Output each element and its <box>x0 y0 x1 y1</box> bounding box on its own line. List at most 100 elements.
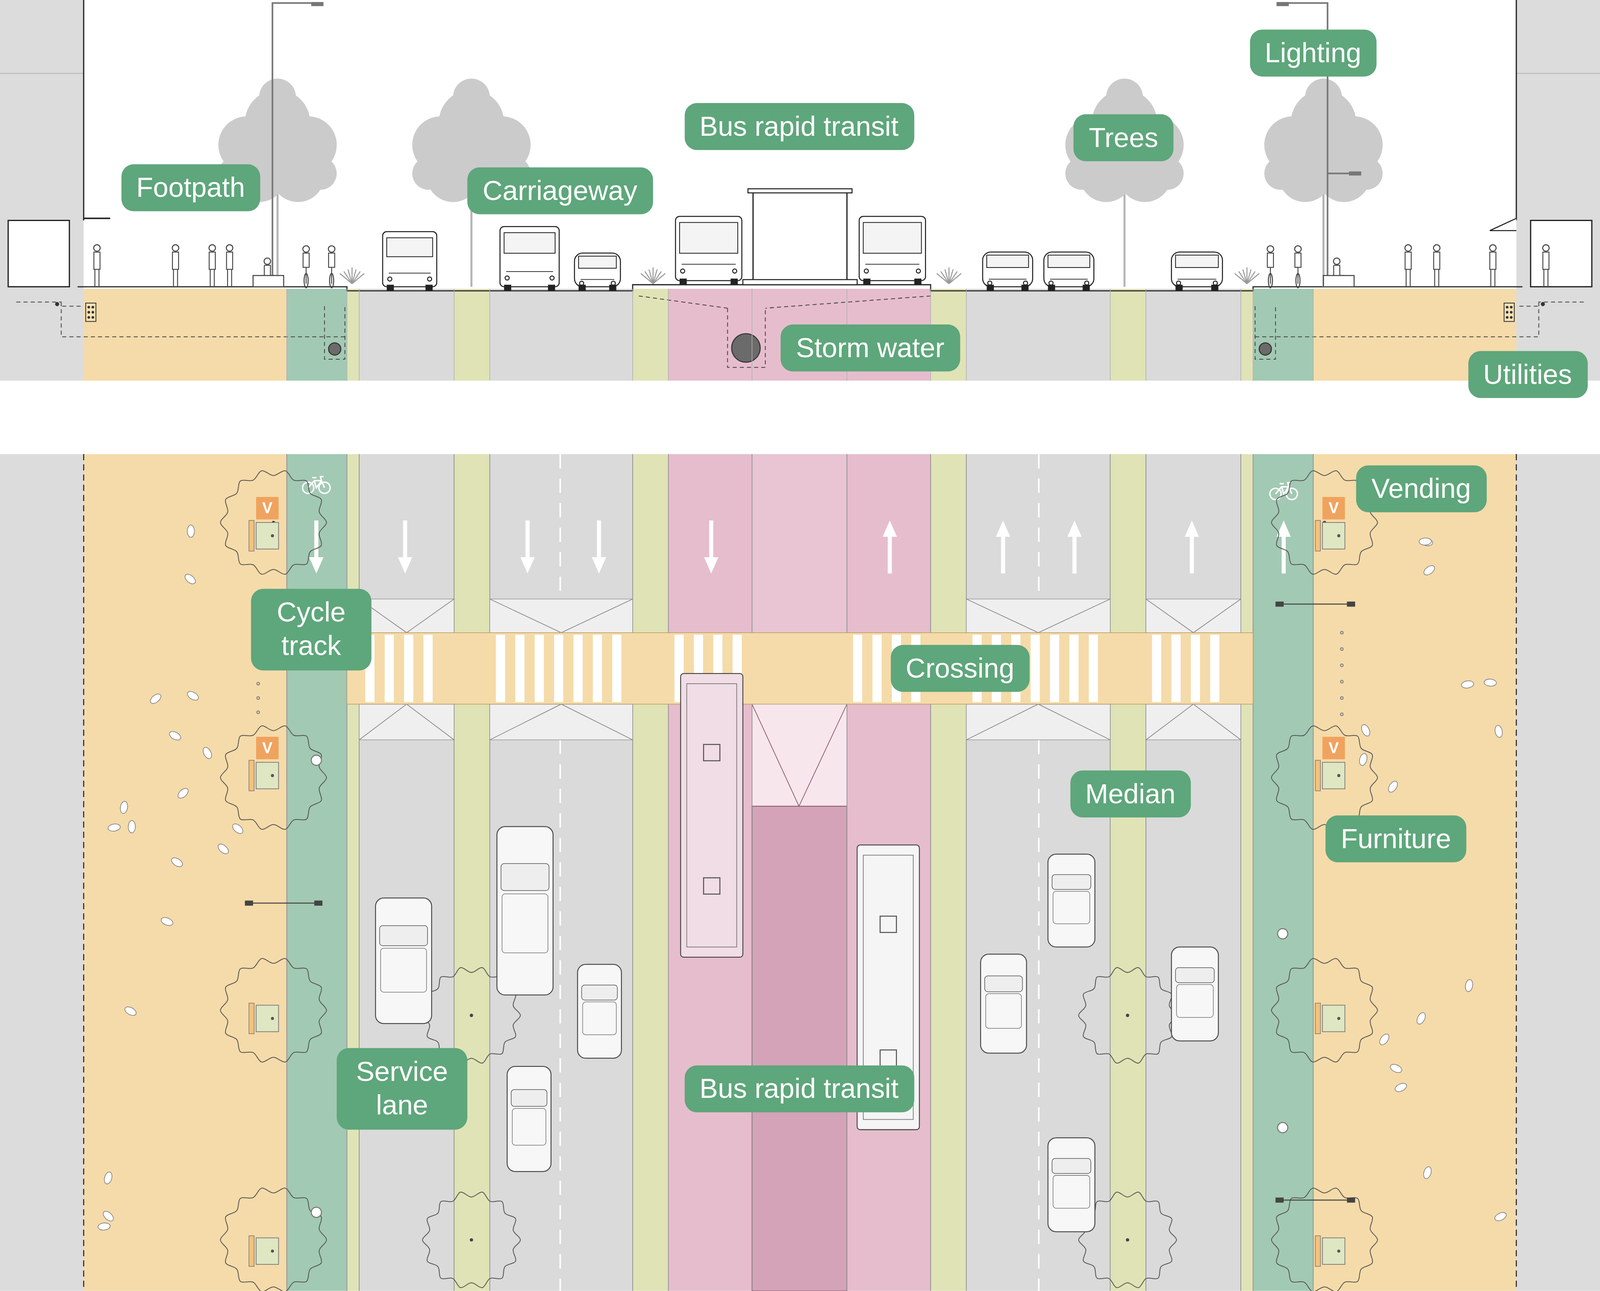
grille <box>506 271 554 272</box>
plan-band <box>0 454 84 1291</box>
lamp <box>579 281 584 286</box>
tree-plan <box>1078 967 1177 1064</box>
tree-plan <box>1271 725 1378 830</box>
tree-canopy <box>452 78 490 116</box>
band-edge <box>1312 454 1314 1291</box>
building <box>1516 0 1600 381</box>
head <box>303 245 310 253</box>
subsurface-band <box>966 288 1111 381</box>
plan-band <box>632 454 669 1291</box>
windscreen <box>504 232 556 254</box>
band-edge <box>1240 288 1242 381</box>
band-edge <box>846 454 848 1291</box>
zebra-stripe <box>1050 634 1060 703</box>
label-text: Crossing <box>905 652 1015 684</box>
pedestrian <box>1359 723 1372 738</box>
band-edge <box>453 454 455 1291</box>
head <box>1404 244 1412 252</box>
bench <box>1315 1235 1321 1267</box>
band-edge <box>1252 454 1254 1291</box>
plant-leaf <box>1242 269 1247 284</box>
callout-label: Lighting <box>1249 29 1377 78</box>
furniture <box>1322 1005 1346 1032</box>
tree-plan <box>220 1187 327 1291</box>
bollard <box>271 1016 275 1021</box>
streetlight-head <box>314 900 323 906</box>
windscreen <box>1052 1158 1091 1174</box>
streetlight-arm <box>1275 1199 1356 1201</box>
callout-label: Carriageway <box>467 166 653 215</box>
body <box>1171 252 1223 287</box>
pedestrian <box>1422 563 1437 577</box>
vehicle-top <box>1171 947 1219 1041</box>
lane-arrow <box>1067 520 1082 574</box>
windscreen <box>379 925 428 946</box>
streetlight-head <box>1347 1197 1356 1203</box>
head <box>226 244 233 252</box>
tree-canopy <box>1305 78 1342 116</box>
head <box>1489 244 1497 252</box>
crossing-band <box>347 632 1254 705</box>
hatch <box>880 1049 897 1066</box>
trunk-dot <box>469 1013 474 1017</box>
label-text: Storm water <box>795 332 945 363</box>
wheel <box>1048 284 1056 291</box>
band-edge <box>358 454 360 1291</box>
windscreen <box>1048 254 1091 268</box>
windscreen <box>1052 874 1091 890</box>
body <box>1044 252 1095 287</box>
label-text: Bus rapid transit <box>699 110 899 142</box>
plant-leaf <box>1246 273 1259 284</box>
dotted-marker <box>256 711 260 714</box>
stop-lines <box>489 704 633 740</box>
zebra-stripe <box>384 634 394 703</box>
body <box>382 231 437 287</box>
tree-plan <box>220 725 327 830</box>
cable <box>1505 315 1509 319</box>
bench <box>248 1003 255 1034</box>
lamp <box>427 276 432 281</box>
cyclist-top <box>1277 928 1288 939</box>
furniture <box>256 1237 279 1265</box>
band-edge <box>453 288 455 381</box>
streetlight-head <box>1275 1197 1284 1203</box>
pedestrian <box>1484 678 1497 687</box>
building <box>0 0 84 381</box>
plan-band <box>1240 454 1253 1291</box>
stop-box <box>966 704 1111 740</box>
callout-label: Trees <box>1073 113 1174 163</box>
hatch <box>880 915 897 933</box>
person <box>93 244 101 287</box>
stop-lines <box>359 704 455 740</box>
zebra-stripe <box>852 634 863 703</box>
cyclist-top <box>1277 1122 1288 1133</box>
vehicle-top <box>1048 854 1095 948</box>
body <box>1489 252 1496 287</box>
station-platform <box>751 806 847 1291</box>
zebra-stripe <box>515 634 525 703</box>
zebra-stripe <box>1088 634 1099 703</box>
utility-duct <box>85 303 96 322</box>
roof <box>686 683 737 948</box>
ramp-lines <box>751 704 847 807</box>
body <box>680 673 744 958</box>
lane-arrow <box>309 520 324 574</box>
plant-leaf <box>652 273 666 284</box>
furniture <box>256 762 279 790</box>
pedestrian <box>148 692 163 706</box>
cable <box>1509 305 1513 309</box>
car-front <box>1044 252 1095 291</box>
wheel <box>386 284 394 291</box>
vehicle-top <box>375 897 432 1024</box>
pedestrian <box>230 821 245 836</box>
dotted-marker <box>1340 713 1344 716</box>
body <box>574 252 621 287</box>
band-edge <box>751 288 753 381</box>
wheel <box>986 284 994 291</box>
pedestrian <box>216 842 230 856</box>
lane-arrow <box>591 520 607 574</box>
bollard <box>271 534 275 538</box>
label-text: Cycle track <box>276 596 346 662</box>
cyclist-top <box>311 755 322 766</box>
shop-box <box>1530 220 1592 287</box>
